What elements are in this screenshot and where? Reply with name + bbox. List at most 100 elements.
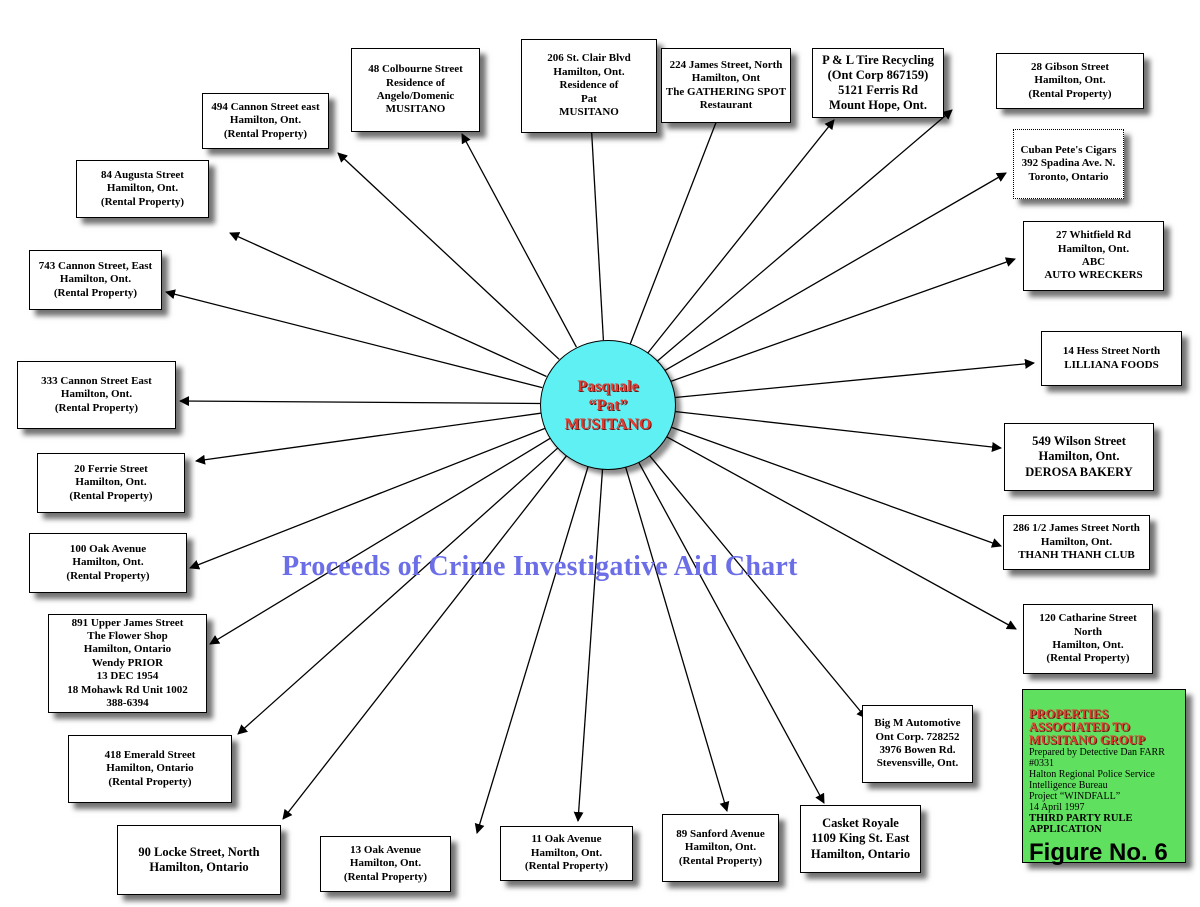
legend-rule-line: THIRD PARTY RULE [1029, 813, 1133, 824]
arrow-to-sanford [624, 465, 730, 812]
node-text-line: 120 Catharine Street [1039, 612, 1137, 625]
arrow-to-casket-royale [637, 460, 825, 804]
arrow-to-oak-100 [189, 427, 546, 570]
arrow-to-big-m [647, 453, 867, 719]
node-text-line: 28 Gibson Street [1030, 60, 1110, 73]
node-text-line: 224 James Street, North [669, 58, 783, 71]
node-text-line: Pat [581, 92, 597, 105]
node-text-line: (Ont Corp 867159) [827, 67, 929, 82]
node-text-line: 89 Sanford Avenue [676, 827, 765, 840]
node-text-line: 333 Cannon Street East [41, 374, 152, 387]
node-text-line: 418 Emerald Street [104, 748, 196, 761]
node-text-line: Hamilton, Ont. [59, 273, 132, 286]
node-text-line: North [1073, 625, 1103, 638]
arrow-to-wilson [673, 410, 1002, 452]
node-text-line: 100 Oak Avenue [69, 542, 147, 555]
node-text-line: Hamilton, Ont. [1040, 535, 1113, 548]
node-text-line: 549 Wilson Street [1032, 434, 1126, 449]
arrow-to-emerald [237, 447, 559, 735]
node-text-line: Residence of [559, 79, 619, 92]
node-text-line: Hamilton, Ont. [553, 65, 625, 78]
node-pl-tire[interactable]: P & L Tire Recycling(Ont Corp 867159)512… [812, 48, 944, 118]
arrow-to-oak-13 [474, 465, 590, 834]
node-text-line: Hamilton, Ont. [530, 846, 603, 859]
node-text-line: 11 Oak Avenue [531, 833, 602, 846]
node-text-line: 3976 Bowen Rd. [879, 744, 956, 756]
node-text-line: Hamilton, Ont. [1057, 242, 1130, 255]
arrow-to-cannon-333 [179, 396, 541, 407]
node-text-line: MUSITANO [385, 103, 446, 116]
node-text-line: Angelo/Domenic [376, 90, 455, 102]
node-text-line: 5121 Ferris Rd [838, 83, 918, 97]
node-text-line: Hamilton, Ont. [1038, 449, 1120, 464]
center-line: “Pat” [588, 396, 628, 414]
legend-box: PROPERTIES ASSOCIATED TO MUSITANO GROUP … [1022, 689, 1186, 866]
node-text-line: (Rental Property) [100, 195, 185, 208]
legend-detail-line: Prepared by Detective Dan FARR [1029, 747, 1165, 758]
node-text-line: 18 Mohawk Rd Unit 1002 [67, 683, 188, 696]
arrow-to-colbourne [461, 133, 577, 348]
node-text-line: ABC [1081, 256, 1106, 268]
arrow-to-hess [673, 358, 1035, 399]
node-text-line: Hamilton, Ont. [106, 182, 179, 195]
node-text-line: THANH THANH CLUB [1018, 549, 1135, 562]
node-text-line: (Rental Property) [1028, 87, 1112, 100]
node-text-line: Mount Hope, Ont. [829, 98, 927, 113]
node-text-line: Hamilton, Ontario [149, 860, 249, 874]
arrow-to-ferrie [195, 412, 541, 465]
legend-detail-line: Project “WINDFALL” [1029, 791, 1121, 802]
node-text-line: 90 Locke Street, North [138, 844, 260, 859]
node-text-line: 13 DEC 1954 [96, 670, 159, 683]
node-text-line: 13 Oak Avenue [350, 843, 421, 856]
node-text-line: 20 Ferrie Street [74, 462, 148, 475]
node-text-line: Hamilton, Ontario [83, 643, 172, 656]
legend-title-line: MUSITANO GROUP [1029, 733, 1146, 747]
node-text-line: 84 Augusta Street [101, 168, 184, 181]
node-text-line: (Rental Property) [53, 286, 138, 299]
center-node-pasquale-musitano[interactable]: Pasquale “Pat” MUSITANO [540, 340, 676, 470]
node-text-line: Hamilton, Ont. [72, 556, 144, 569]
center-line: MUSITANO [564, 415, 652, 433]
node-text-line: The Flower Shop [87, 629, 168, 642]
node-text-line: AUTO WRECKERS [1044, 269, 1143, 282]
node-text-line: LILLIANA FOODS [1064, 358, 1159, 371]
node-text-line: 14 Hess Street North [1062, 345, 1161, 358]
